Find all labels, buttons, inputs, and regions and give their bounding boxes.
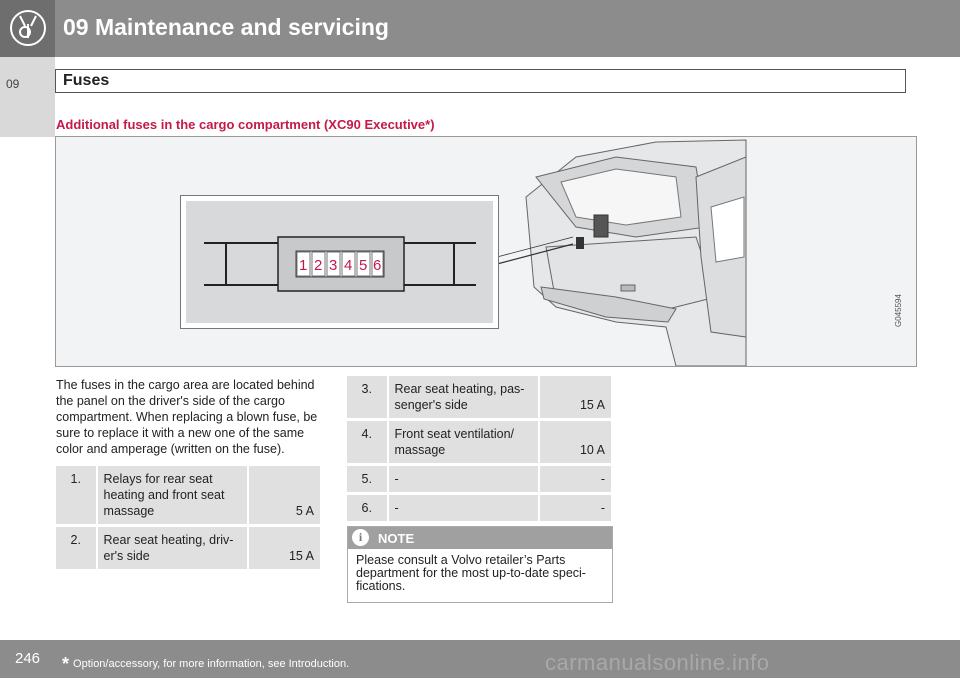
footnote: *Option/accessory, for more information,…: [62, 654, 349, 675]
section-title-box: [55, 69, 906, 93]
note-header: i NOTE: [348, 527, 612, 549]
fusebox-detail-background: 1 2 3 4 5 6: [186, 201, 493, 323]
page-number: 246: [14, 650, 41, 667]
chapter-side-tab: [0, 57, 55, 137]
footnote-text: Option/accessory, for more information, …: [73, 658, 350, 670]
table-row: 4. Front seat ventilation/ massage 10 A: [347, 421, 611, 463]
fusebox-drawing: 1 2 3 4 5 6: [204, 236, 476, 292]
fuse-number-6: 6: [373, 257, 381, 274]
fuse-table-left: 1. Relays for rear seat heating and fron…: [56, 466, 320, 569]
table-row: 6. - -: [347, 495, 611, 521]
fuse-amperage: 15 A: [538, 376, 611, 418]
info-icon: i: [352, 529, 369, 546]
fuse-number: 2.: [56, 527, 96, 569]
fuse-amperage: -: [538, 495, 611, 521]
table-row: 3. Rear seat heating, pas-senger's side …: [347, 376, 611, 418]
fuse-number: 3.: [347, 376, 387, 418]
fuse-amperage: 10 A: [538, 421, 611, 463]
fuse-description: -: [386, 466, 539, 492]
fuse-number: 1.: [56, 466, 96, 524]
fuse-description: Rear seat heating, driv-er's side: [95, 527, 248, 569]
fuse-description: -: [386, 495, 539, 521]
body-paragraph: The fuses in the cargo area are located …: [56, 378, 318, 456]
illustration-code: G045594: [894, 294, 903, 327]
section-title: Fuses: [63, 72, 110, 89]
fuse-number-4: 4: [344, 257, 352, 274]
fuse-amperage: 5 A: [247, 466, 320, 524]
wrench-icon: [0, 0, 55, 57]
note-box: i NOTE Please consult a Volvo retailer’s…: [347, 526, 613, 603]
fuse-description: Relays for rear seat heating and front s…: [95, 466, 248, 524]
table-row: 5. - -: [347, 466, 611, 492]
note-title: NOTE: [378, 531, 415, 546]
fusebox-detail-panel: 1 2 3 4 5 6: [180, 195, 499, 329]
car-cargo-drawing: [496, 139, 747, 366]
fuse-amperage: 15 A: [247, 527, 320, 569]
page-footer: [0, 640, 960, 678]
fuse-amperage: -: [538, 466, 611, 492]
cargo-fuse-illustration: 1 2 3 4 5 6 G045594: [55, 136, 917, 367]
chapter-header: 09 Maintenance and servicing: [0, 0, 960, 57]
fuse-number-1: 1: [299, 257, 307, 274]
fuse-number: 4.: [347, 421, 387, 463]
fuse-number-2: 2: [314, 257, 322, 274]
fuse-slots: [296, 251, 384, 277]
watermark: carmanualsonline.info: [545, 650, 770, 675]
chapter-side-tab-label: 09: [6, 77, 20, 91]
table-row: 2. Rear seat heating, driv-er's side 15 …: [56, 527, 320, 569]
fuse-number-5: 5: [359, 257, 367, 274]
subheading: Additional fuses in the cargo compartmen…: [56, 117, 435, 132]
fuse-number: 5.: [347, 466, 387, 492]
note-text: Please consult a Volvo retailer’s Parts …: [356, 553, 586, 593]
fuse-description: Front seat ventilation/ massage: [386, 421, 539, 463]
fuse-table-right: 3. Rear seat heating, pas-senger's side …: [347, 376, 611, 521]
fuse-number: 6.: [347, 495, 387, 521]
chapter-title: 09 Maintenance and servicing: [63, 14, 389, 40]
fuse-number-3: 3: [329, 257, 337, 274]
footnote-star: *: [62, 654, 70, 674]
fuse-description: Rear seat heating, pas-senger's side: [386, 376, 539, 418]
table-row: 1. Relays for rear seat heating and fron…: [56, 466, 320, 524]
